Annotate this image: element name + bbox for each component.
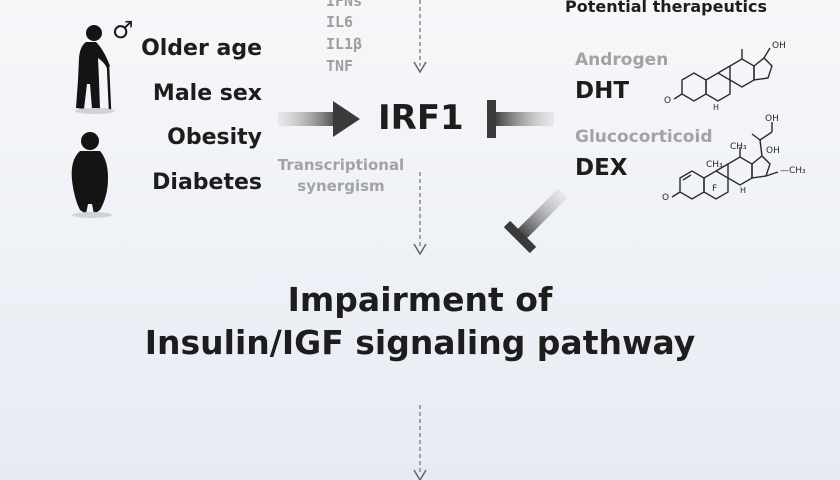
risk-diabetes: Diabetes <box>152 170 262 195</box>
therapeutics-header: Potential therapeutics <box>565 0 768 16</box>
outcome-line2: Insulin/IGF signaling pathway <box>144 323 696 362</box>
svg-text:O: O <box>664 96 671 106</box>
male-symbol: ♂ <box>112 16 134 44</box>
outcome-down-arrow <box>413 405 427 480</box>
irf1-to-outcome-arrow <box>413 172 427 256</box>
dex-oh-side: OH <box>766 146 780 156</box>
cytokine-arrow <box>413 0 427 74</box>
outcome-line1: Impairment of <box>287 280 553 319</box>
activation-arrow <box>278 101 360 137</box>
inhibition-bar-irf1 <box>487 100 554 138</box>
dex-fluorine: F <box>712 184 718 194</box>
risk-male-sex: Male sex <box>152 81 262 106</box>
dex-label: DEX <box>575 155 628 181</box>
svg-text:H: H <box>713 103 719 112</box>
risk-obesity: Obesity <box>167 125 262 150</box>
dex-ch3-a: CH₃ <box>730 142 747 152</box>
dex-methyl: —CH₃ <box>780 166 806 176</box>
dex-hydrogen: H <box>740 186 747 195</box>
synergism-label: Transcriptional synergism <box>277 156 405 195</box>
dex-structure <box>671 122 779 200</box>
obese-person-icon <box>71 132 112 218</box>
svg-text:OH: OH <box>772 41 786 51</box>
dht-structure <box>673 47 773 102</box>
cytokine-tnf: TNF <box>326 57 354 75</box>
cytokine-ifns: IFNs <box>326 0 363 10</box>
cytokine-il1b: IL1β <box>326 35 363 53</box>
androgen-label: Androgen <box>575 50 669 70</box>
cytokine-il6: IL6 <box>326 13 354 31</box>
dht-label: DHT <box>575 78 630 104</box>
dex-ch3-b: CH₃ <box>706 160 723 170</box>
risk-older-age: Older age <box>141 36 262 61</box>
dex-oxygen: O <box>662 193 670 203</box>
glucocorticoid-label: Glucocorticoid <box>575 127 713 147</box>
irf1-node: IRF1 <box>378 98 464 138</box>
dex-oh-top: OH <box>765 114 779 124</box>
elderly-person-icon <box>75 25 115 114</box>
inhibition-bar-pathway <box>503 188 568 254</box>
